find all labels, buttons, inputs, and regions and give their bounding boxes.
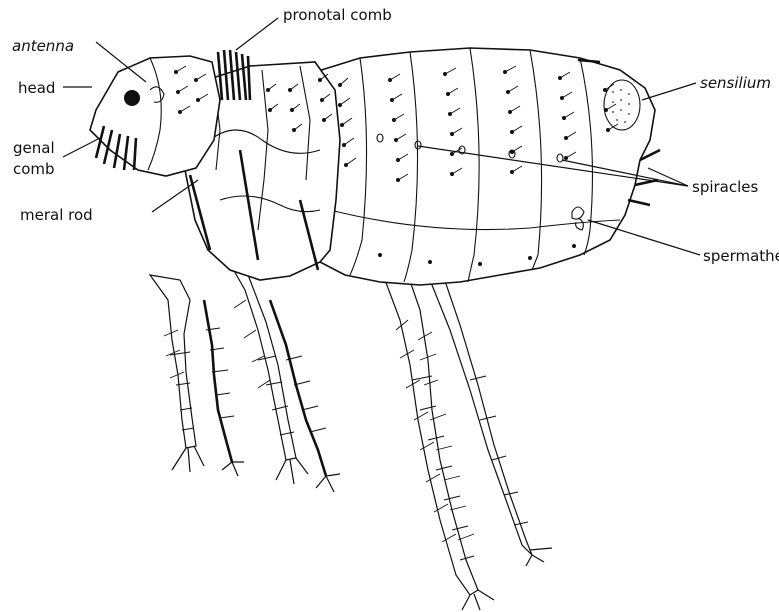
hindleg <box>385 275 478 595</box>
pronotal-comb-leader <box>236 18 278 50</box>
abdomen-outline <box>305 48 655 285</box>
head-outline <box>90 56 220 176</box>
label-genal-line1: genal <box>13 139 55 157</box>
label-head: head <box>18 79 55 97</box>
label-genal-line2: comb <box>13 160 55 178</box>
head <box>90 56 220 176</box>
legs <box>150 250 552 610</box>
sensilium-leader <box>642 83 696 100</box>
label-meral-rod: meral rod <box>20 206 93 224</box>
foreleg-tarsus <box>204 300 232 462</box>
foreleg <box>150 275 196 448</box>
abdomen <box>305 48 660 285</box>
genal-comb-leader <box>63 138 100 157</box>
eye <box>124 90 140 106</box>
label-spiracles: spiracles <box>692 178 759 196</box>
label-sensilium: sensilium <box>700 74 771 92</box>
midleg <box>225 250 296 460</box>
label-antenna: antenna <box>12 37 74 55</box>
label-pronotal-comb: pronotal comb <box>283 6 392 24</box>
label-spermatheca: spermatheca <box>703 247 779 265</box>
